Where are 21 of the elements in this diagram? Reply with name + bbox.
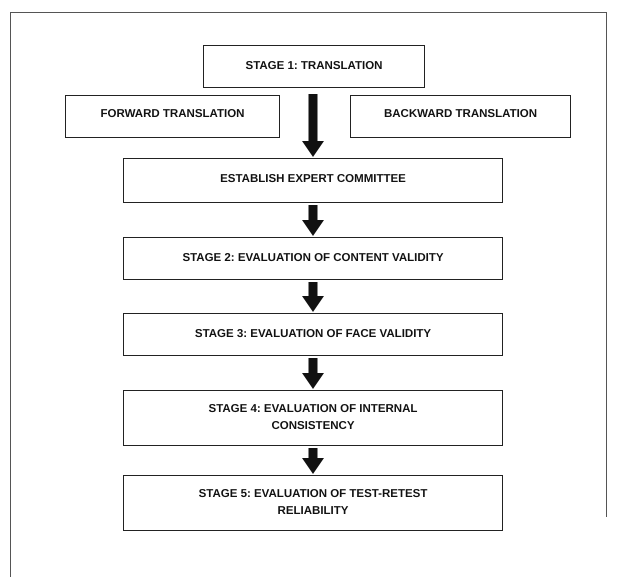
process-box [203, 45, 425, 88]
arrow [302, 282, 324, 312]
box-label: STAGE 3: EVALUATION OF FACE VALIDITY [194, 327, 432, 342]
box-label: ESTABLISH EXPERT COMMITTEE [220, 172, 406, 187]
process-box [65, 95, 280, 138]
box-label: FORWARD TRANSLATION [100, 107, 244, 122]
box-label: STAGE 2: EVALUATION OF CONTENT VALIDITY [182, 251, 444, 266]
arrow [302, 448, 324, 474]
box-label: STAGE 1: TRANSLATION [246, 59, 382, 74]
box-label: BACKWARD TRANSLATION [384, 107, 538, 122]
arrow [302, 205, 324, 236]
process-box [123, 390, 503, 446]
process-box [123, 313, 503, 356]
process-box [123, 475, 503, 531]
process-box [123, 237, 503, 280]
process-box [123, 158, 503, 203]
process-box [350, 95, 571, 138]
box-label: STAGE 4: EVALUATION OF INTERNAL CONSISTENCY [208, 402, 418, 434]
arrow [302, 358, 324, 389]
arrow [302, 94, 324, 157]
box-label: STAGE 5: EVALUATION OF TEST-RETEST RELIABILITY [198, 487, 428, 519]
